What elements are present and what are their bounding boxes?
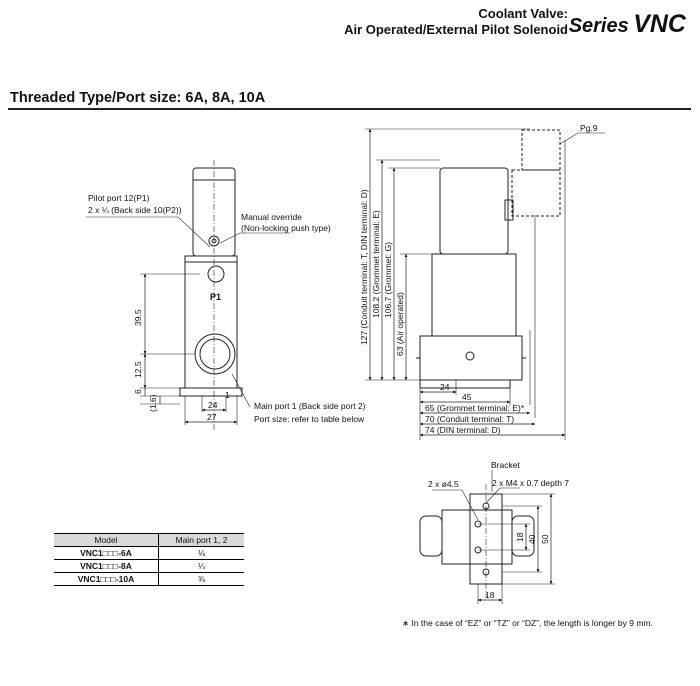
dim-70: 70 (Conduit terminal: T) xyxy=(425,414,514,424)
table-cell-port: ¼ xyxy=(158,559,244,573)
holes-label: 2 x ø4.5 xyxy=(428,479,459,489)
dim-27: 27 xyxy=(207,412,217,422)
dim-50: 50 xyxy=(540,534,550,544)
table-cell-port: ⅛ xyxy=(158,546,244,560)
dim-65: 65 (Grommet terminal: E)* xyxy=(425,403,525,413)
dim-18-vertical: 18 xyxy=(515,532,525,542)
header-line-2: Air Operated/External Pilot Solenoid xyxy=(344,22,568,37)
dim-74: 74 (DIN terminal: D) xyxy=(425,425,501,435)
table-cell-model: VNC1□□□-10A xyxy=(54,572,159,586)
dim-63: 63 (Air operated) xyxy=(395,292,405,356)
threads-label: 2 x M4 x 0.7 depth 7 xyxy=(492,478,569,488)
bracket-label: Bracket xyxy=(491,460,520,470)
dim-1-6: (1.6) xyxy=(148,394,158,412)
dim-39-5: 39.5 xyxy=(133,309,143,326)
pg9-label: Pg.9 xyxy=(580,123,598,133)
table-header-model: Model xyxy=(54,533,159,547)
table-row: VNC1□□□-10A ⅜ xyxy=(54,572,244,586)
table-cell-model: VNC1□□□-8A xyxy=(54,559,159,573)
series-code: VNC xyxy=(633,10,686,38)
table-cell-model: VNC1□□□-6A xyxy=(54,546,159,560)
mark-1: 1 xyxy=(225,390,230,400)
dim-108-2: 108.2 (Grommet terminal: E) xyxy=(371,210,381,318)
dim-106-7: 106.7 (Grommet: G) xyxy=(383,242,393,318)
pilot-port-size: 2 x ¼ (Back side 10(P2)) xyxy=(88,205,182,215)
bottom-view xyxy=(419,470,555,604)
dim-24-front: 24 xyxy=(208,400,218,410)
header-line-1: Coolant Valve: xyxy=(478,6,568,21)
table-row: VNC1□□□-6A ⅛ xyxy=(54,546,244,560)
footnote: ∗ In the case of “EZ” or “TZ” or “DZ”, t… xyxy=(402,618,653,628)
dim-40: 40 xyxy=(527,534,537,544)
main-port-label: Main port 1 (Back side port 2) xyxy=(254,401,366,411)
side-view xyxy=(365,128,605,440)
front-view xyxy=(86,160,290,430)
dim-127: 127 (Conduit terminal: T, DIN terminal: … xyxy=(359,189,369,345)
manual-override-note: (Non-locking push type) xyxy=(241,223,331,233)
table-row: VNC1□□□-8A ¼ xyxy=(54,559,244,573)
series-word: Series xyxy=(568,15,629,37)
series-title: Series VNC xyxy=(569,10,686,39)
dim-6: 6 xyxy=(133,389,143,394)
table-cell-port: ⅜ xyxy=(158,572,244,586)
dim-45: 45 xyxy=(462,392,472,402)
p1-mark: P1 xyxy=(210,292,221,302)
manual-override-label: Manual override xyxy=(241,212,302,222)
section-title: Threaded Type/Port size: 6A, 8A, 10A xyxy=(10,90,266,106)
dim-18-horizontal: 18 xyxy=(485,590,495,600)
table-header-port: Main port 1, 2 xyxy=(158,533,244,547)
pilot-port-label: Pilot port 12(P1) xyxy=(88,193,150,203)
dim-24-side: 24 xyxy=(440,382,450,392)
table-header-row: Model Main port 1, 2 xyxy=(54,533,244,547)
port-size-note: Port size: refer to table below xyxy=(254,414,365,424)
dim-12-5: 12.5 xyxy=(133,361,143,378)
model-table: Model Main port 1, 2 VNC1□□□-6A ⅛ VNC1□□… xyxy=(54,533,244,586)
section-divider xyxy=(8,108,691,110)
